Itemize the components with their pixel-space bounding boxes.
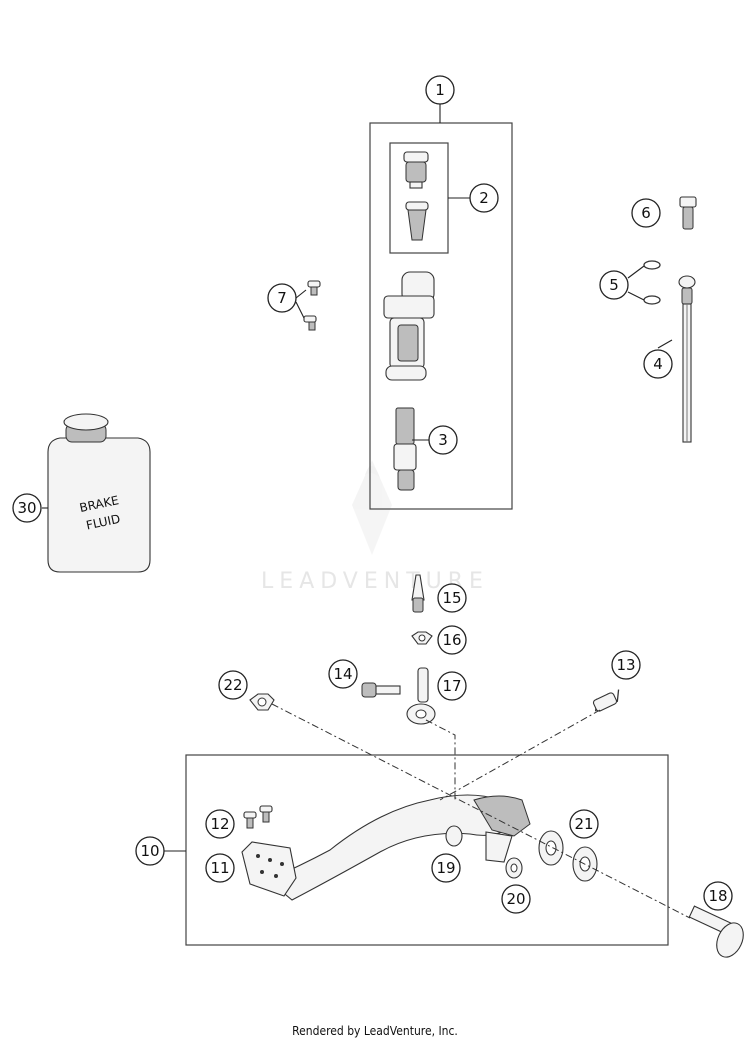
svg-text:6: 6 (641, 204, 651, 222)
bushing-part (249, 693, 275, 711)
svg-text:20: 20 (506, 890, 525, 908)
nut-part (411, 631, 433, 645)
callout-22: 22 (218, 670, 248, 700)
callout-10: 10 (135, 836, 165, 866)
banjo-bolt-part (679, 196, 697, 230)
callout-15: 15 (437, 583, 467, 613)
svg-text:17: 17 (442, 677, 461, 695)
reservoir-cap-part (403, 151, 429, 189)
brake-hose-part (678, 275, 696, 443)
pivot-bolt-part (688, 905, 744, 958)
svg-text:21: 21 (574, 815, 593, 833)
svg-text:14: 14 (333, 665, 352, 683)
footer-credit: Rendered by LeadVenture, Inc. (292, 1024, 458, 1038)
svg-text:18: 18 (708, 887, 727, 905)
washer-part (505, 857, 523, 879)
brake-fluid-bottle: BRAKE FLUID (47, 413, 151, 573)
callout-4: 4 (643, 349, 673, 379)
watermark-logo (352, 460, 392, 555)
reservoir-filter-part (405, 201, 429, 241)
pushrod-part (411, 574, 425, 613)
pedal-group-frame (185, 754, 669, 946)
callout-6: 6 (631, 198, 661, 228)
callout-2: 2 (469, 183, 499, 213)
axis-line-spring (439, 709, 601, 801)
callout-16: 16 (437, 625, 467, 655)
svg-text:15: 15 (442, 589, 461, 607)
svg-text:3: 3 (438, 431, 448, 449)
callout-30: 30 (12, 493, 42, 523)
callout-5: 5 (599, 270, 629, 300)
callout-20: 20 (501, 884, 531, 914)
svg-text:1: 1 (435, 81, 445, 99)
svg-text:7: 7 (277, 289, 287, 307)
svg-text:10: 10 (140, 842, 159, 860)
svg-text:4: 4 (653, 355, 663, 373)
clevis-part (406, 667, 436, 725)
callout-14: 14 (328, 659, 358, 689)
svg-text:19: 19 (436, 859, 455, 877)
master-cylinder-body-part (383, 271, 435, 381)
callout-11: 11 (205, 853, 235, 883)
pedal-step-plate-part (241, 841, 297, 897)
callout-12: 12 (205, 809, 235, 839)
bolt-part (361, 682, 401, 698)
seal-rings-part (643, 260, 661, 305)
callout-21: 21 (569, 809, 599, 839)
screws-part (303, 280, 321, 331)
callout-13: 13 (611, 650, 641, 680)
master-cylinder-frame (369, 122, 513, 510)
axis-line-pivot (271, 703, 691, 919)
svg-text:5: 5 (609, 276, 619, 294)
callout-19: 19 (431, 853, 461, 883)
svg-text:30: 30 (17, 499, 36, 517)
callout-3: 3 (428, 425, 458, 455)
plate-screws-part (243, 805, 273, 829)
svg-text:12: 12 (210, 815, 229, 833)
svg-text:2: 2 (479, 189, 489, 207)
svg-text:11: 11 (210, 859, 229, 877)
spring-part (592, 689, 620, 712)
callout-7: 7 (267, 283, 297, 313)
svg-text:22: 22 (223, 676, 242, 694)
svg-text:16: 16 (442, 631, 461, 649)
callout-18: 18 (703, 881, 733, 911)
callout-1: 1 (425, 75, 455, 105)
brake-pedal-part (266, 794, 531, 901)
piston-kit-part (393, 407, 417, 491)
callout-17: 17 (437, 671, 467, 701)
svg-text:13: 13 (616, 656, 635, 674)
axis-line-clevis (425, 719, 456, 800)
